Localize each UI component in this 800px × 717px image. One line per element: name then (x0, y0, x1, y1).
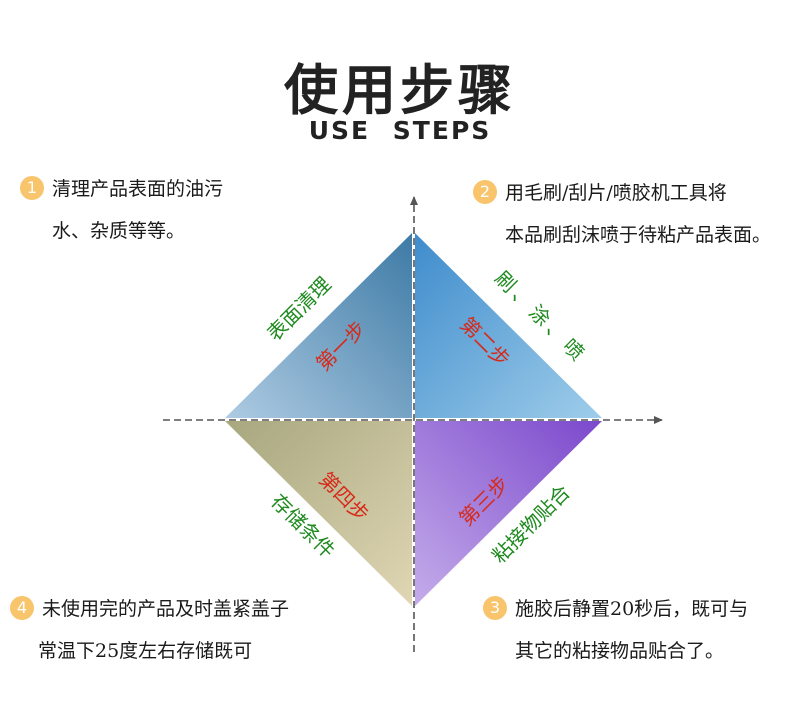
note-step-4: 4 未使用完的产品及时盖紧盖子 常温下25度左右存储既可 (10, 588, 289, 672)
step-number-badge: 3 (483, 596, 507, 620)
step-number-badge: 4 (10, 596, 34, 620)
note-line: 清理产品表面的油污 (52, 178, 224, 200)
note-line: 常温下25度左右存储既可 (38, 640, 253, 662)
note-step-2: 2 用毛刷/刮片/喷胶机工具将 本品刷刮沫喷于待粘产品表面。 (473, 172, 771, 256)
note-line: 用毛刷/刮片/喷胶机工具将 (505, 182, 727, 204)
note-line: 未使用完的产品及时盖紧盖子 (42, 598, 290, 620)
quadrant-top-right (415, 233, 602, 418)
note-line: 水、杂质等等。 (52, 220, 186, 242)
note-step-3: 3 施胶后静置20秒后，既可与 其它的粘接物品贴合了。 (483, 588, 748, 672)
step-number-badge: 1 (20, 176, 44, 200)
quadrant-bottom-left (225, 421, 412, 606)
note-line: 施胶后静置20秒后，既可与 (515, 598, 749, 620)
note-step-1: 1 清理产品表面的油污 水、杂质等等。 (20, 168, 223, 252)
quadrant-top-left (225, 233, 412, 418)
quadrant-bottom-right (415, 421, 602, 606)
step-number-badge: 2 (473, 180, 497, 204)
page-subtitle: USE STEPS (308, 116, 492, 145)
page-title: 使用步骤 (284, 59, 516, 122)
note-line: 本品刷刮沫喷于待粘产品表面。 (505, 224, 772, 246)
note-line: 其它的粘接物品贴合了。 (515, 640, 725, 662)
